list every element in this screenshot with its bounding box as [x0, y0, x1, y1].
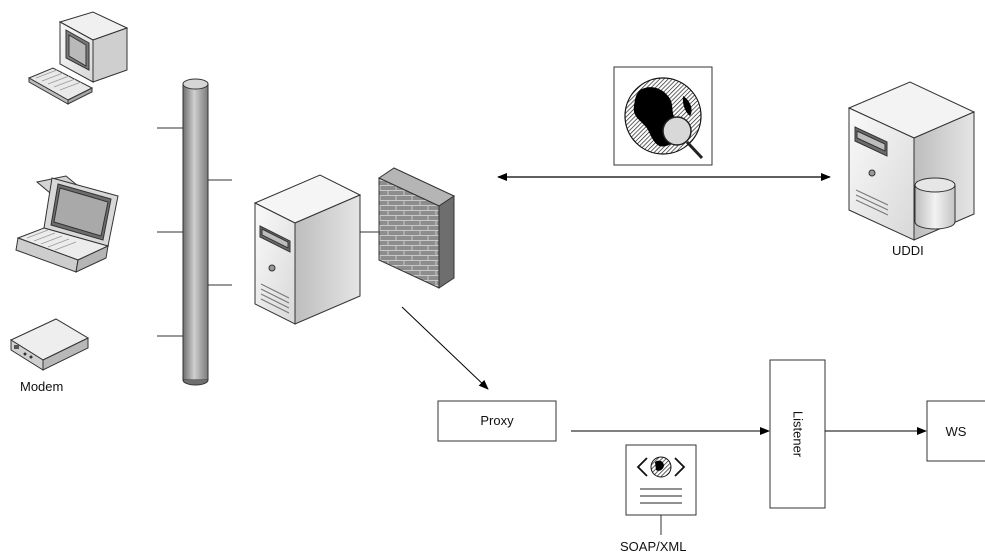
firewall-icon[interactable]	[377, 167, 456, 289]
ws-box[interactable]: WS	[926, 400, 985, 462]
server-tower-icon[interactable]	[253, 174, 362, 325]
laptop-icon[interactable]	[15, 175, 119, 273]
proxy-box[interactable]: Proxy	[437, 400, 557, 442]
network-backbone-pipe	[182, 78, 209, 386]
backbone-branches	[157, 127, 232, 337]
globe-search-icon[interactable]	[613, 66, 713, 166]
uddi-label: UDDI	[892, 243, 924, 258]
modem-label: Modem	[20, 379, 63, 394]
xml-document-icon[interactable]	[625, 444, 697, 535]
soap-xml-label: SOAP/XML	[620, 539, 686, 554]
proxy-label: Proxy	[480, 413, 514, 428]
modem-icon[interactable]	[9, 318, 90, 371]
desktop-computer-icon[interactable]	[27, 11, 129, 105]
listener-label: Listener	[791, 411, 806, 458]
listener-box[interactable]: Listener	[769, 359, 826, 509]
database-server-icon[interactable]	[847, 81, 976, 241]
server-to-proxy-arrow	[401, 306, 489, 390]
ws-label: WS	[946, 424, 967, 439]
